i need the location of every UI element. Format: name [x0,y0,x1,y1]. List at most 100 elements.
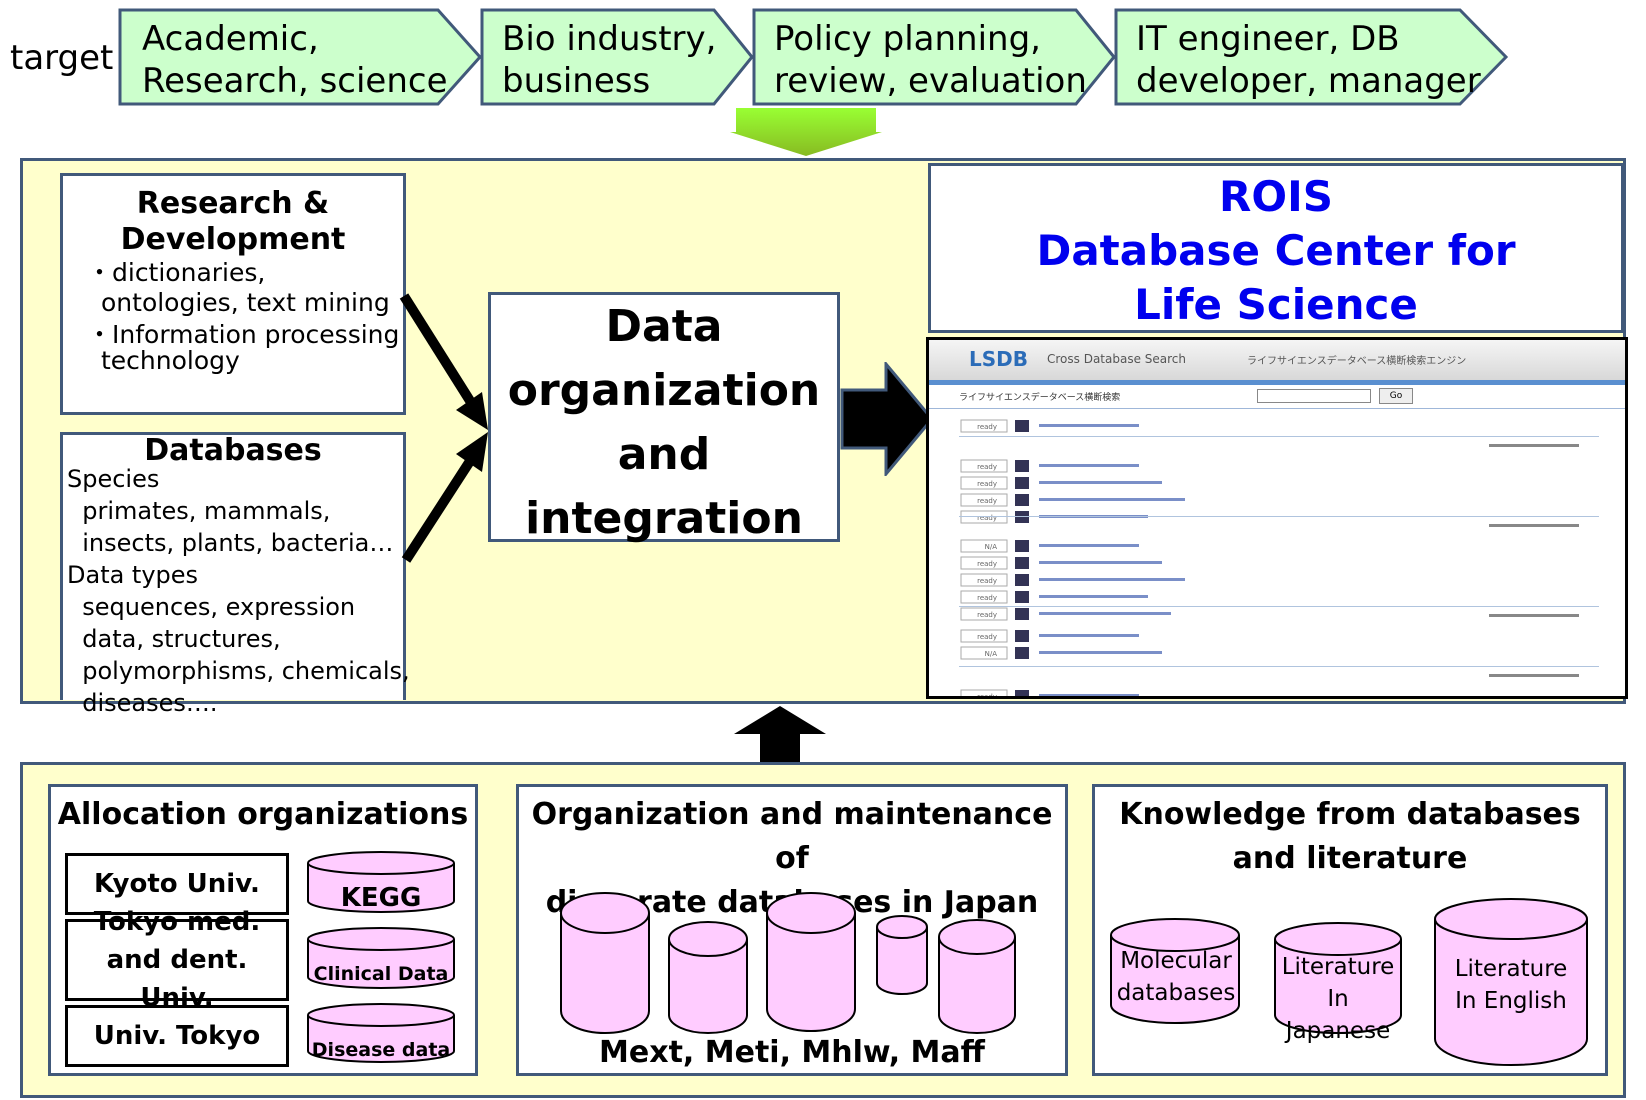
lsdb-blue-bar [929,380,1625,385]
cylinder-disease [307,1003,455,1063]
org-univ-tokyo: Univ. Tokyo [65,1005,289,1067]
db-icon [1015,690,1029,696]
db-icon [1015,630,1029,642]
cyl-english-label: Literature In English [1435,953,1587,1017]
databases-line: Data types [67,561,199,589]
category-caption [1489,674,1579,677]
target-line1: Policy planning, [774,19,1041,59]
status-text: ready [977,633,997,641]
green-down-arrow-icon [730,108,882,156]
rois-line3: Life Science [1134,280,1418,329]
target-line2: business [502,61,651,101]
result-link[interactable] [1039,651,1162,654]
center-line3: and [617,429,711,480]
cylinder [668,921,748,1034]
status-badge [960,573,1008,587]
center-line1: Data [605,301,723,352]
target-line1: IT engineer, DB [1136,19,1400,59]
cylinder-japanese [1274,922,1402,1034]
target-line2: Research, science [142,61,448,101]
cyl-molecular-label: Molecular databases [1111,945,1241,1009]
data-integration-box: Data organization and integration [488,292,840,544]
cylinder [876,915,928,995]
lsdb-screenshot: LSDB Cross Database Search ライフサイエンスデータベー… [926,337,1628,699]
databases-line: polymorphisms, chemicals, [67,657,410,685]
rd-title-line1: Research & [136,186,330,221]
status-text: ready [977,423,997,431]
divider [959,516,1599,517]
lsdb-logo: LSDB [969,347,1028,371]
category-caption [1489,444,1579,447]
result-link[interactable] [1039,464,1139,467]
cylinder [766,892,856,1032]
cyl-label-line1: Literature [1281,954,1395,980]
up-arrow-icon [734,706,826,762]
status-badge [960,607,1008,621]
databases-line: sequences, expression [67,593,356,621]
cylinder [938,919,1016,1034]
allocation-title: Allocation organizations [57,797,469,832]
rois-line2: Database Center for [1036,226,1516,275]
center-line2: organization [507,365,821,416]
result-link[interactable] [1039,694,1139,697]
result-link[interactable] [1039,612,1171,615]
lsdb-search-input[interactable] [1257,389,1371,403]
cylinder-clinical [307,927,455,989]
right-arrow-icon [840,362,934,476]
db-kegg: KEGG [340,883,422,913]
maintenance-box: Organization and maintenance of disparat… [516,784,1068,1076]
org-tokyo-med: Tokyo med. and dent. Univ. [65,907,289,1013]
divider [959,666,1599,667]
databases-line: insects, plants, bacteria… [67,529,394,557]
result-link[interactable] [1039,595,1148,598]
status-badge [960,629,1008,643]
status-text: N/A [985,543,998,551]
databases-line: data, structures, [67,625,281,653]
rd-item: ・dictionaries, ontologies, text mining [87,258,390,317]
maintenance-footer: Mext, Meti, Mhlw, Maff [599,1035,985,1070]
knowledge-box: Knowledge from databases and literature … [1092,784,1608,1076]
status-text: ready [977,611,997,619]
status-text: ready [977,497,997,505]
cyl-label-line1: Molecular [1120,948,1232,974]
result-link[interactable] [1039,424,1139,427]
result-link[interactable] [1039,634,1139,637]
status-badge [960,476,1008,490]
chevron-shape [118,8,483,106]
cylinder-english [1434,898,1588,1066]
divider [959,436,1599,437]
target-line2: review, evaluation [774,61,1087,101]
knowledge-cylinders [1110,898,1588,1066]
lsdb-result-rows: readyreadyreadyreadyreadyN/Areadyreadyre… [959,419,1599,699]
lsdb-go-button[interactable]: Go [1379,388,1413,404]
cyl-label-line1: Literature [1454,956,1568,982]
rd-item: ・Information processing technology [87,320,400,375]
knowledge-title-line2: and literature [1232,841,1468,876]
cylinder-molecular [1110,918,1240,1024]
cyl-label-line2: In English [1455,988,1567,1014]
status-badge [960,493,1008,507]
divider [959,606,1599,607]
db-icon [1015,494,1029,506]
result-link[interactable] [1039,498,1185,501]
divider [929,408,1625,409]
maintenance-cylinders [560,892,1016,1034]
db-icon [1015,557,1029,569]
target-line1: Academic, [142,19,319,59]
target-policy: Policy planning,review, evaluation [752,8,1118,106]
result-link[interactable] [1039,544,1139,547]
db-icon [1015,647,1029,659]
result-link[interactable] [1039,578,1185,581]
status-badge [960,646,1008,660]
databases-line: diseases…. [67,689,218,717]
converge-arrows-icon [399,293,488,563]
status-text: ready [977,693,997,699]
target-label: target [10,38,114,78]
chevron-shape [1114,8,1509,106]
result-link[interactable] [1039,481,1162,484]
result-link[interactable] [1039,561,1162,564]
db-icon [1015,540,1029,552]
cyl-label-line2: databases [1116,980,1236,1006]
category-caption [1489,614,1579,617]
